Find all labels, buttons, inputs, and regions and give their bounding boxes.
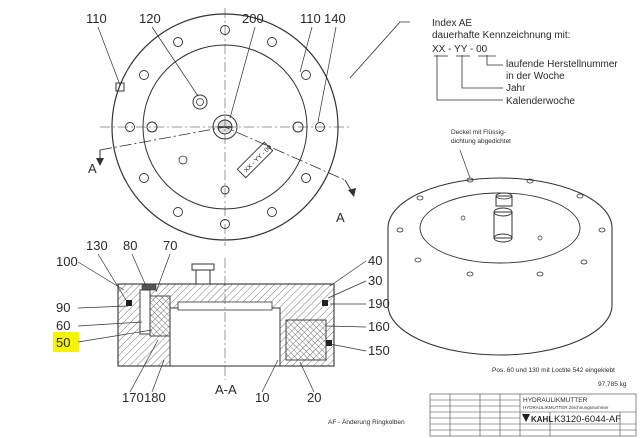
index-note-format: XX - YY - 00 <box>432 44 488 55</box>
index-note-item-2: in der Woche <box>506 71 565 82</box>
top-view: XX - YY - 00 <box>96 8 356 246</box>
callout-100: 100 <box>56 254 78 269</box>
callout-170: 170 <box>122 390 144 405</box>
callout-30: 30 <box>368 273 382 288</box>
revision-note: AF - Änderung Ringkolben <box>328 418 405 426</box>
callout-110-left: 110 <box>86 11 107 26</box>
company-name: KAHL <box>531 415 553 424</box>
index-note-item-4: Kalenderwoche <box>506 96 575 107</box>
section-callouts: 130 80 70 100 90 60 50 40 30 190 160 150… <box>53 238 390 405</box>
callout-200: 200 <box>242 11 264 26</box>
highlight-callout-50 <box>53 332 79 352</box>
top-view-callouts: 110 120 200 110 140 <box>86 11 346 123</box>
callout-110-right: 110 <box>300 11 321 26</box>
drawing-number: K3120-6044-AF <box>554 414 621 425</box>
callout-120: 120 <box>139 11 161 26</box>
callout-140: 140 <box>324 11 346 26</box>
weight-note: 97,785 kg <box>598 381 627 388</box>
bolt-holes <box>125 25 325 229</box>
index-note: Index AE dauerhafte Kennzeichnung mit: X… <box>349 18 618 107</box>
callout-20: 20 <box>307 390 321 405</box>
section-mark-a-left: A <box>88 161 97 176</box>
callout-130: 130 <box>86 238 108 253</box>
section-view <box>117 258 335 380</box>
callout-40: 40 <box>368 253 382 268</box>
index-note-item-1: laufende Herstellnummer <box>506 59 618 70</box>
callout-80: 80 <box>123 238 137 253</box>
title-block <box>429 393 637 437</box>
callout-60: 60 <box>56 318 70 333</box>
callout-190: 190 <box>368 296 390 311</box>
isometric-view <box>387 149 613 356</box>
title-product: HYDRAULIKMUTTER <box>523 397 588 404</box>
callout-50: 50 <box>56 335 70 350</box>
index-note-line-1: Index AE <box>432 18 472 29</box>
index-note-line-2: dauerhafte Kennzeichnung mit: <box>432 30 570 41</box>
section-mark-a-right: A <box>336 210 345 225</box>
callout-150: 150 <box>368 343 390 358</box>
callout-90: 90 <box>56 300 70 315</box>
loctite-note: Pos. 60 und 130 mit Loctite 542 eingekle… <box>492 367 615 374</box>
kahl-logo: KAHL <box>522 414 553 424</box>
iso-note-line-2: dichtung abgedichtet <box>451 138 511 145</box>
title-subtitle: HYDRAULIKMUTTER Zeichnungsnummer <box>523 405 609 410</box>
callout-180: 180 <box>144 390 166 405</box>
callout-160: 160 <box>368 319 390 334</box>
callout-10: 10 <box>255 390 269 405</box>
iso-note-line-1: Deckel mit Flüssig- <box>451 129 506 136</box>
callout-70: 70 <box>163 238 177 253</box>
section-label: A-A <box>215 382 237 397</box>
index-note-item-3: Jahr <box>506 83 526 94</box>
